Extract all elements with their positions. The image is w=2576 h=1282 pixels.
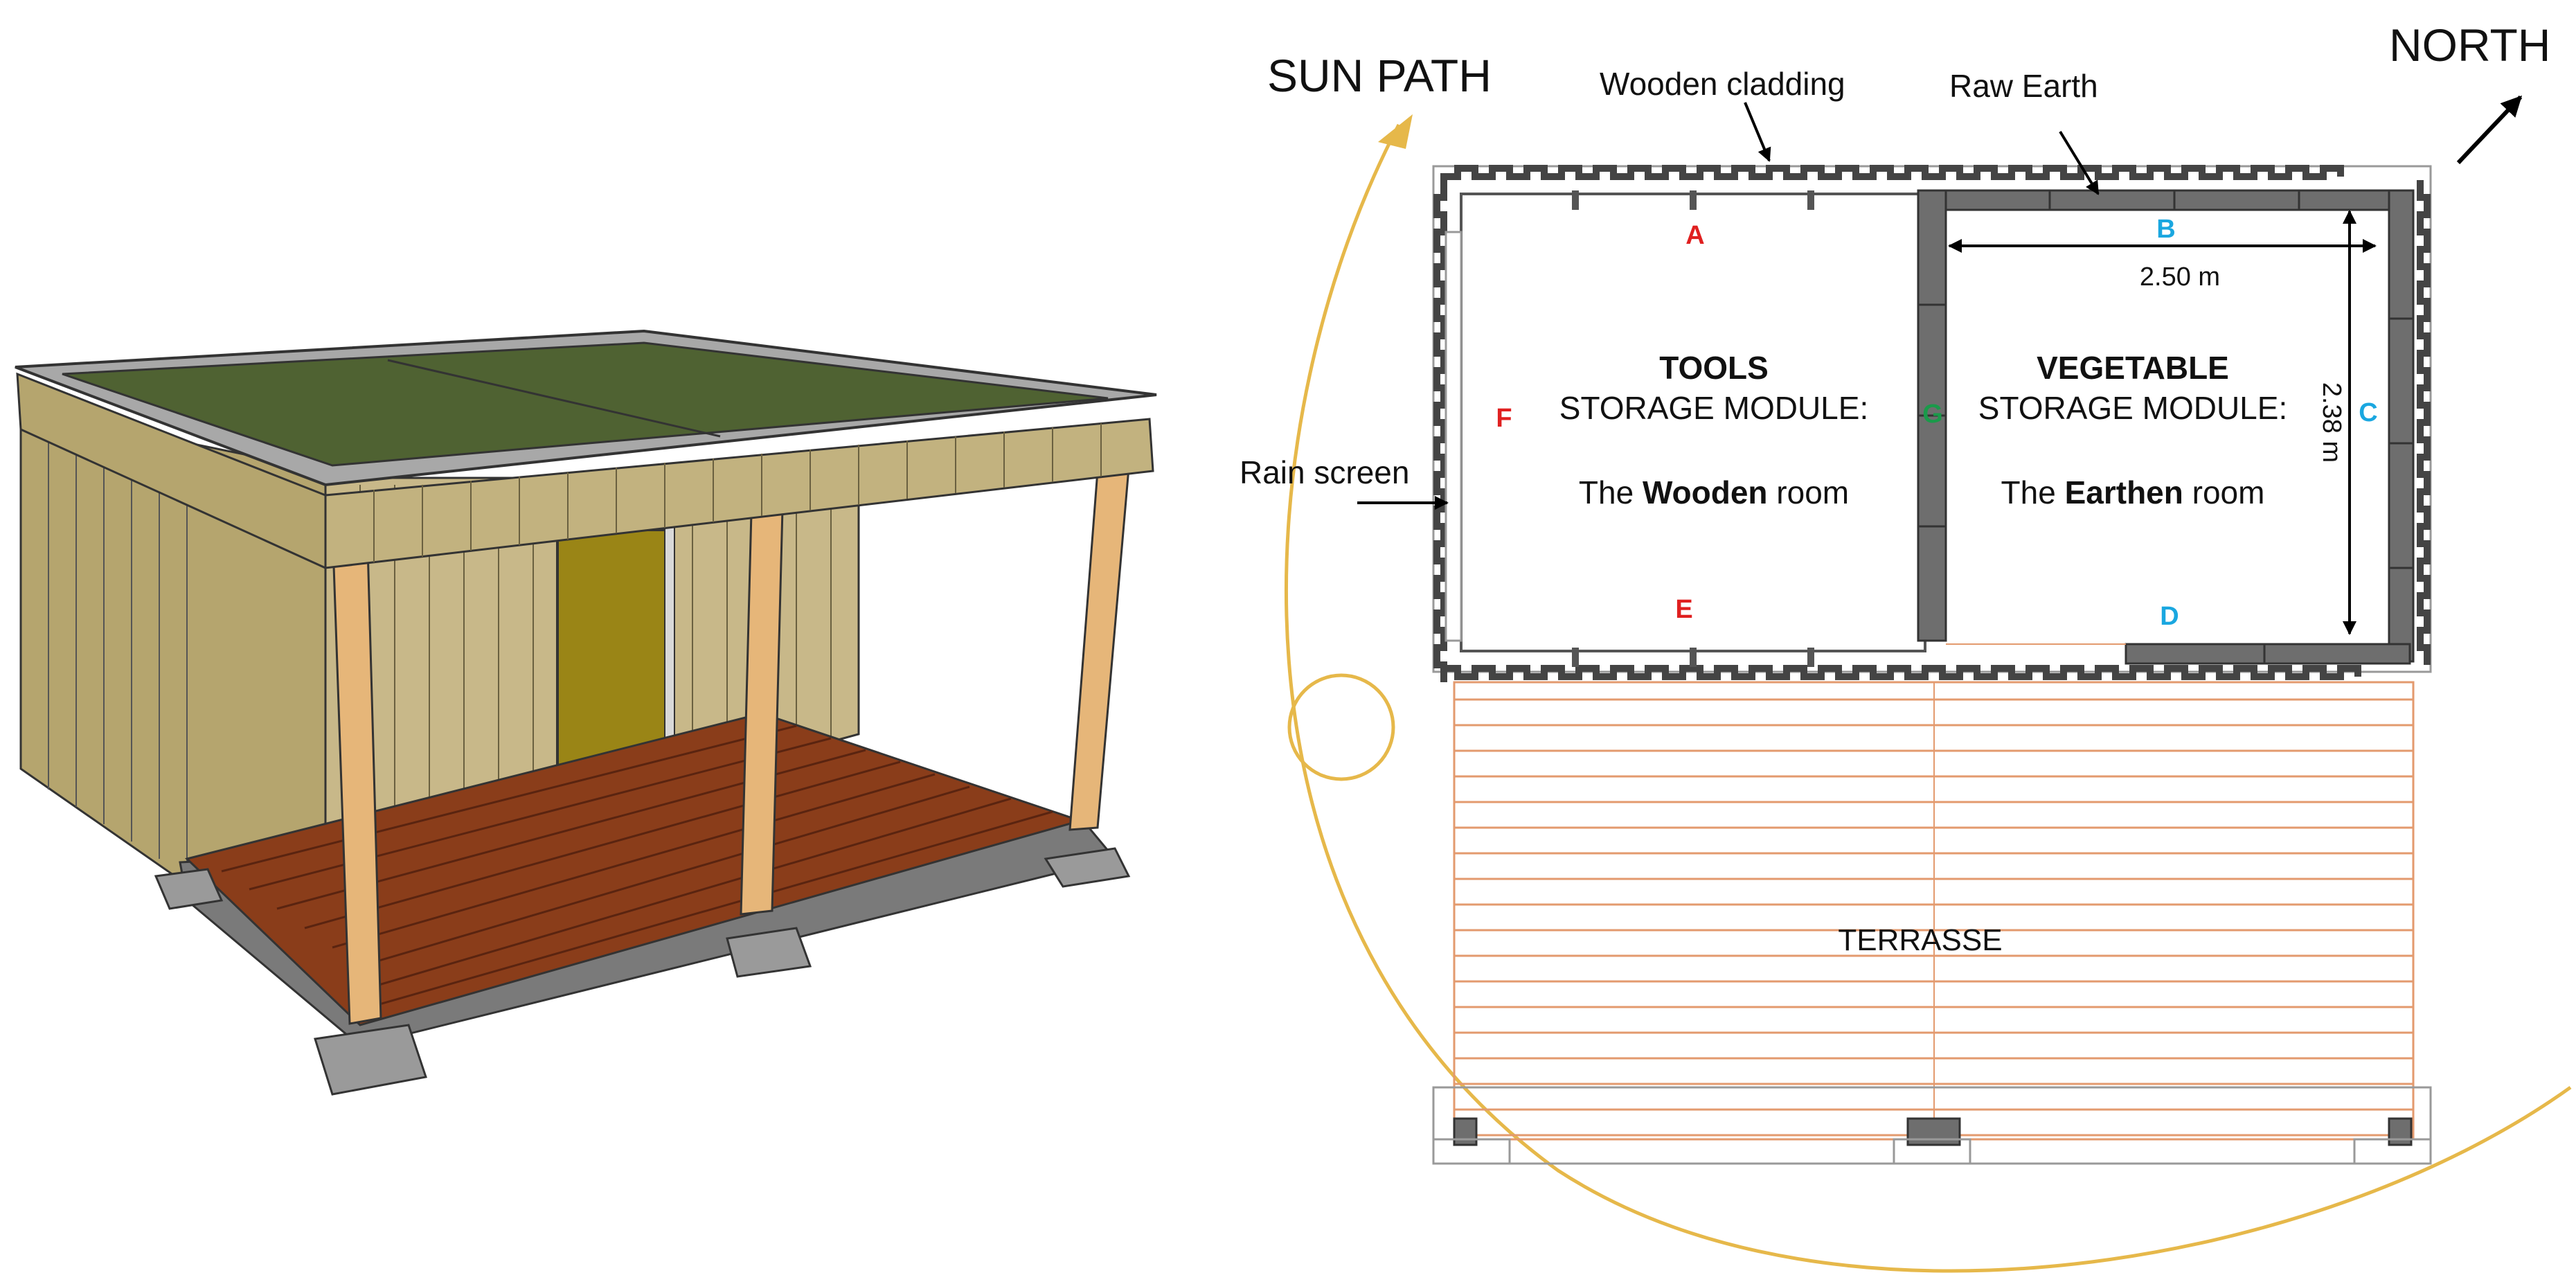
vegetable-subtitle: STORAGE MODULE:	[1978, 390, 2287, 426]
roof-seam	[387, 359, 721, 438]
terrace-pads	[1432, 1138, 2432, 1165]
vegetable-room-name: The Earthen room	[2001, 474, 2265, 510]
tools-subtitle: STORAGE MODULE:	[1559, 390, 1868, 426]
north-arrow	[2456, 95, 2523, 165]
point-c: C	[2359, 398, 2377, 427]
point-g: G	[1922, 400, 1943, 429]
earth-wall-top	[1924, 189, 2411, 211]
footing-1	[154, 868, 224, 910]
terrasse-label: TERRASSE	[1838, 923, 2002, 957]
cladding-left	[1433, 180, 1447, 682]
post-3	[1068, 467, 1130, 831]
point-d: D	[2160, 602, 2179, 631]
cladding-right	[2417, 180, 2431, 665]
earth-wall-right	[2388, 189, 2415, 663]
wooden-room-floor	[1460, 193, 1926, 652]
rain-screen	[1444, 231, 1463, 642]
width-dimension-label: 2.50 m	[2140, 262, 2220, 292]
wooden-room-studs	[1572, 190, 1814, 667]
point-a: A	[1685, 221, 1704, 250]
fascia-side	[16, 372, 327, 570]
tools-title: TOOLS	[1659, 350, 1769, 386]
terrace-footings	[1453, 1117, 2413, 1146]
point-f: F	[1496, 404, 1512, 433]
depth-dimension-label: 2.38 m	[2317, 382, 2346, 463]
north-label: NORTH	[2389, 19, 2550, 71]
sun-path-arrowhead	[1378, 114, 1413, 149]
wooden-cladding-arrow	[1744, 102, 1771, 162]
sun-icon	[1287, 673, 1395, 781]
raw-earth-label: Raw Earth	[1949, 68, 2098, 104]
shed-3d-model	[15, 329, 1157, 1096]
point-e: E	[1675, 595, 1692, 624]
earth-wall-bottom	[2125, 643, 2411, 665]
footing-3	[726, 927, 812, 978]
cladding-bottom	[1440, 665, 2361, 680]
sun-path-arc	[1284, 123, 2572, 1273]
door	[556, 528, 670, 774]
rain-screen-label: Rain screen	[1240, 454, 1409, 490]
fascia-ribs	[373, 423, 1102, 562]
footing-2	[314, 1024, 427, 1096]
vegetable-title: VEGETABLE	[2037, 350, 2229, 386]
footing-4	[1044, 847, 1131, 888]
point-b: B	[2156, 215, 2175, 244]
floor-plan: SUN PATH NORTH Wooden cladding Raw Earth…	[1240, 19, 2572, 1273]
tools-room-name: The Wooden room	[1579, 474, 1849, 510]
wooden-cladding-label: Wooden cladding	[1600, 66, 1845, 102]
raw-earth-arrow	[2059, 130, 2100, 195]
roof-green	[62, 341, 1109, 467]
earth-block-joints	[1918, 190, 2413, 664]
cladding-top	[1440, 165, 2344, 180]
sun-path-label: SUN PATH	[1267, 50, 1492, 101]
side-wall-boards	[48, 416, 188, 874]
